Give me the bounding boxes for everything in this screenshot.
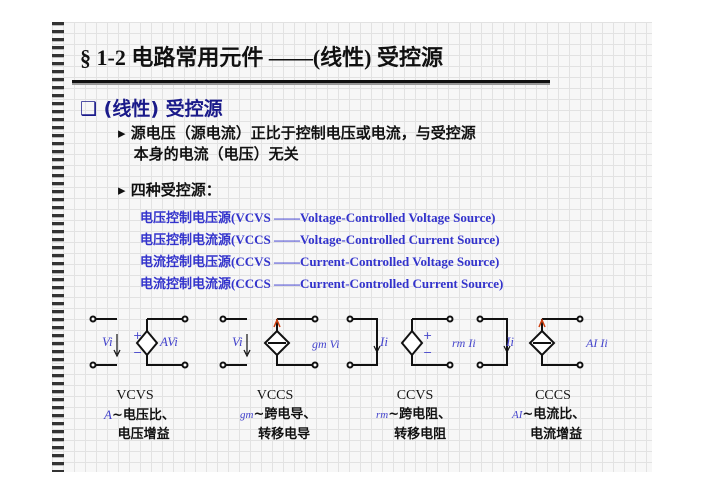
ccvs-circuit: [346, 315, 454, 369]
source-vccs: 电压控制电流源(VCCS ——Voltage-Controlled Curren…: [140, 232, 500, 247]
notebook-spiral: [52, 22, 64, 472]
cccs-control-label: Ii: [506, 334, 514, 349]
plus-sign: +: [423, 329, 433, 342]
cccs-caption: CCCS: [535, 388, 571, 403]
vcvs-control-label: Vi: [102, 334, 113, 349]
vcvs-caption: VCVS: [116, 388, 154, 403]
minus-sign: −: [133, 346, 143, 359]
ccvs-caption: CCVS: [396, 388, 434, 403]
vcvs-output-label: AVi: [160, 334, 178, 349]
vccs-description: gm~跨电导、 转移电导: [240, 407, 317, 442]
vccs-control-label: Vi: [232, 334, 243, 349]
vccs-output-label: gm Vi: [312, 337, 340, 351]
bullet-text: 四种受控源：: [130, 181, 221, 199]
slide-background: [52, 22, 652, 472]
ccvs-description: rm~跨电阻、 转移电阻: [376, 407, 452, 442]
plus-sign: +: [133, 329, 143, 342]
ccvs-output-label: rm Ii: [452, 336, 476, 350]
bullet-2: ▸ 四种受控源：: [118, 181, 221, 199]
vcvs-circuit: [89, 315, 189, 369]
bullet-text: 本身的电流（电压）无关: [133, 145, 299, 163]
vcvs-description: A~电压比、 电压增益: [104, 407, 175, 442]
source-cccs: 电流控制电流源(CCCS ——Current-Controlled Curren…: [140, 276, 504, 291]
minus-sign: −: [423, 346, 433, 359]
source-ccvs: 电流控制电压源(CCVS ——Current-Controlled Voltag…: [140, 254, 500, 269]
bullet-1: ▸ 源电压（源电流）正比于控制电压或电流，与受控源 本身的电流（电压）无关: [118, 124, 476, 163]
circuit-diagrams: [89, 315, 584, 369]
cccs-description: AI~电流比、 电流增益: [512, 407, 586, 442]
bullet-text: 源电压（源电流）正比于控制电压或电流，与受控源: [130, 124, 476, 142]
title-divider: [72, 80, 550, 83]
cccs-circuit: [476, 315, 584, 369]
cccs-output-label: AI Ii: [586, 336, 608, 350]
section-heading: ❑ (线性) 受控源: [80, 98, 223, 120]
vccs-caption: VCCS: [256, 388, 294, 403]
source-vcvs: 电压控制电压源(VCVS ——Voltage-Controlled Voltag…: [140, 210, 496, 225]
ccvs-control-label: Ii: [380, 334, 388, 349]
vccs-circuit: [219, 315, 319, 369]
slide-title: § 1-2 电路常用元件 ——(线性) 受控源: [80, 45, 443, 70]
